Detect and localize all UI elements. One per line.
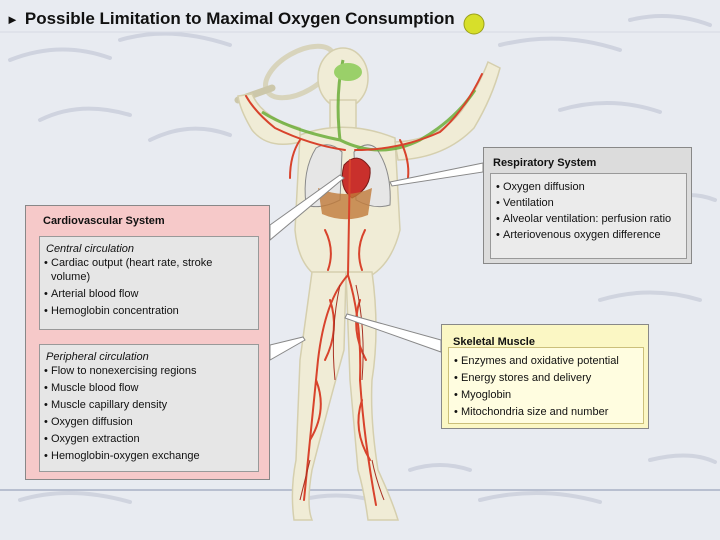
tennis-ball-icon	[464, 14, 484, 34]
skeletal-muscle-box: Skeletal Muscle Enzymes and oxidative po…	[441, 324, 649, 429]
list-item: Mitochondria size and number	[454, 405, 642, 419]
respiratory-list: Oxygen diffusion Ventilation Alveolar ve…	[496, 180, 684, 244]
list-item: Arteriovenous oxygen difference	[496, 228, 684, 242]
cardiovascular-system-box: Cardiovascular System Central circulatio…	[25, 205, 270, 480]
central-circulation-panel: Central circulation Cardiac output (hear…	[39, 236, 259, 330]
list-item: Ventilation	[496, 196, 684, 210]
respiratory-heading: Respiratory System	[493, 157, 596, 169]
list-item: Oxygen diffusion	[44, 415, 254, 429]
list-item: Hemoglobin-oxygen exchange	[44, 449, 254, 463]
central-circulation-label: Central circulation	[46, 243, 134, 255]
list-item: Enzymes and oxidative potential	[454, 354, 642, 368]
respiratory-system-box: Respiratory System Oxygen diffusion Vent…	[483, 147, 692, 264]
list-item: Arterial blood flow	[44, 287, 254, 301]
respiratory-pointer	[390, 163, 483, 186]
skeletal-list: Enzymes and oxidative potential Energy s…	[454, 354, 642, 422]
list-item: Hemoglobin concentration	[44, 304, 254, 318]
peripheral-circulation-label: Peripheral circulation	[46, 351, 149, 363]
list-item: Cardiac output (heart rate, stroke volum…	[44, 256, 254, 284]
respiratory-panel: Oxygen diffusion Ventilation Alveolar ve…	[490, 173, 687, 259]
list-item: Muscle blood flow	[44, 381, 254, 395]
list-item: Energy stores and delivery	[454, 371, 642, 385]
list-item: Flow to nonexercising regions	[44, 364, 254, 378]
list-item: Myoglobin	[454, 388, 642, 402]
list-item: Oxygen diffusion	[496, 180, 684, 194]
list-item: Alveolar ventilation: perfusion ratio	[496, 212, 684, 226]
list-item: Muscle capillary density	[44, 398, 254, 412]
peripheral-circulation-list: Flow to nonexercising regions Muscle blo…	[44, 364, 254, 466]
cardiovascular-heading: Cardiovascular System	[43, 215, 165, 227]
peripheral-circulation-panel: Peripheral circulation Flow to nonexerci…	[39, 344, 259, 472]
list-item: Oxygen extraction	[44, 432, 254, 446]
skeletal-panel: Enzymes and oxidative potential Energy s…	[448, 347, 644, 424]
central-circulation-list: Cardiac output (heart rate, stroke volum…	[44, 256, 254, 321]
